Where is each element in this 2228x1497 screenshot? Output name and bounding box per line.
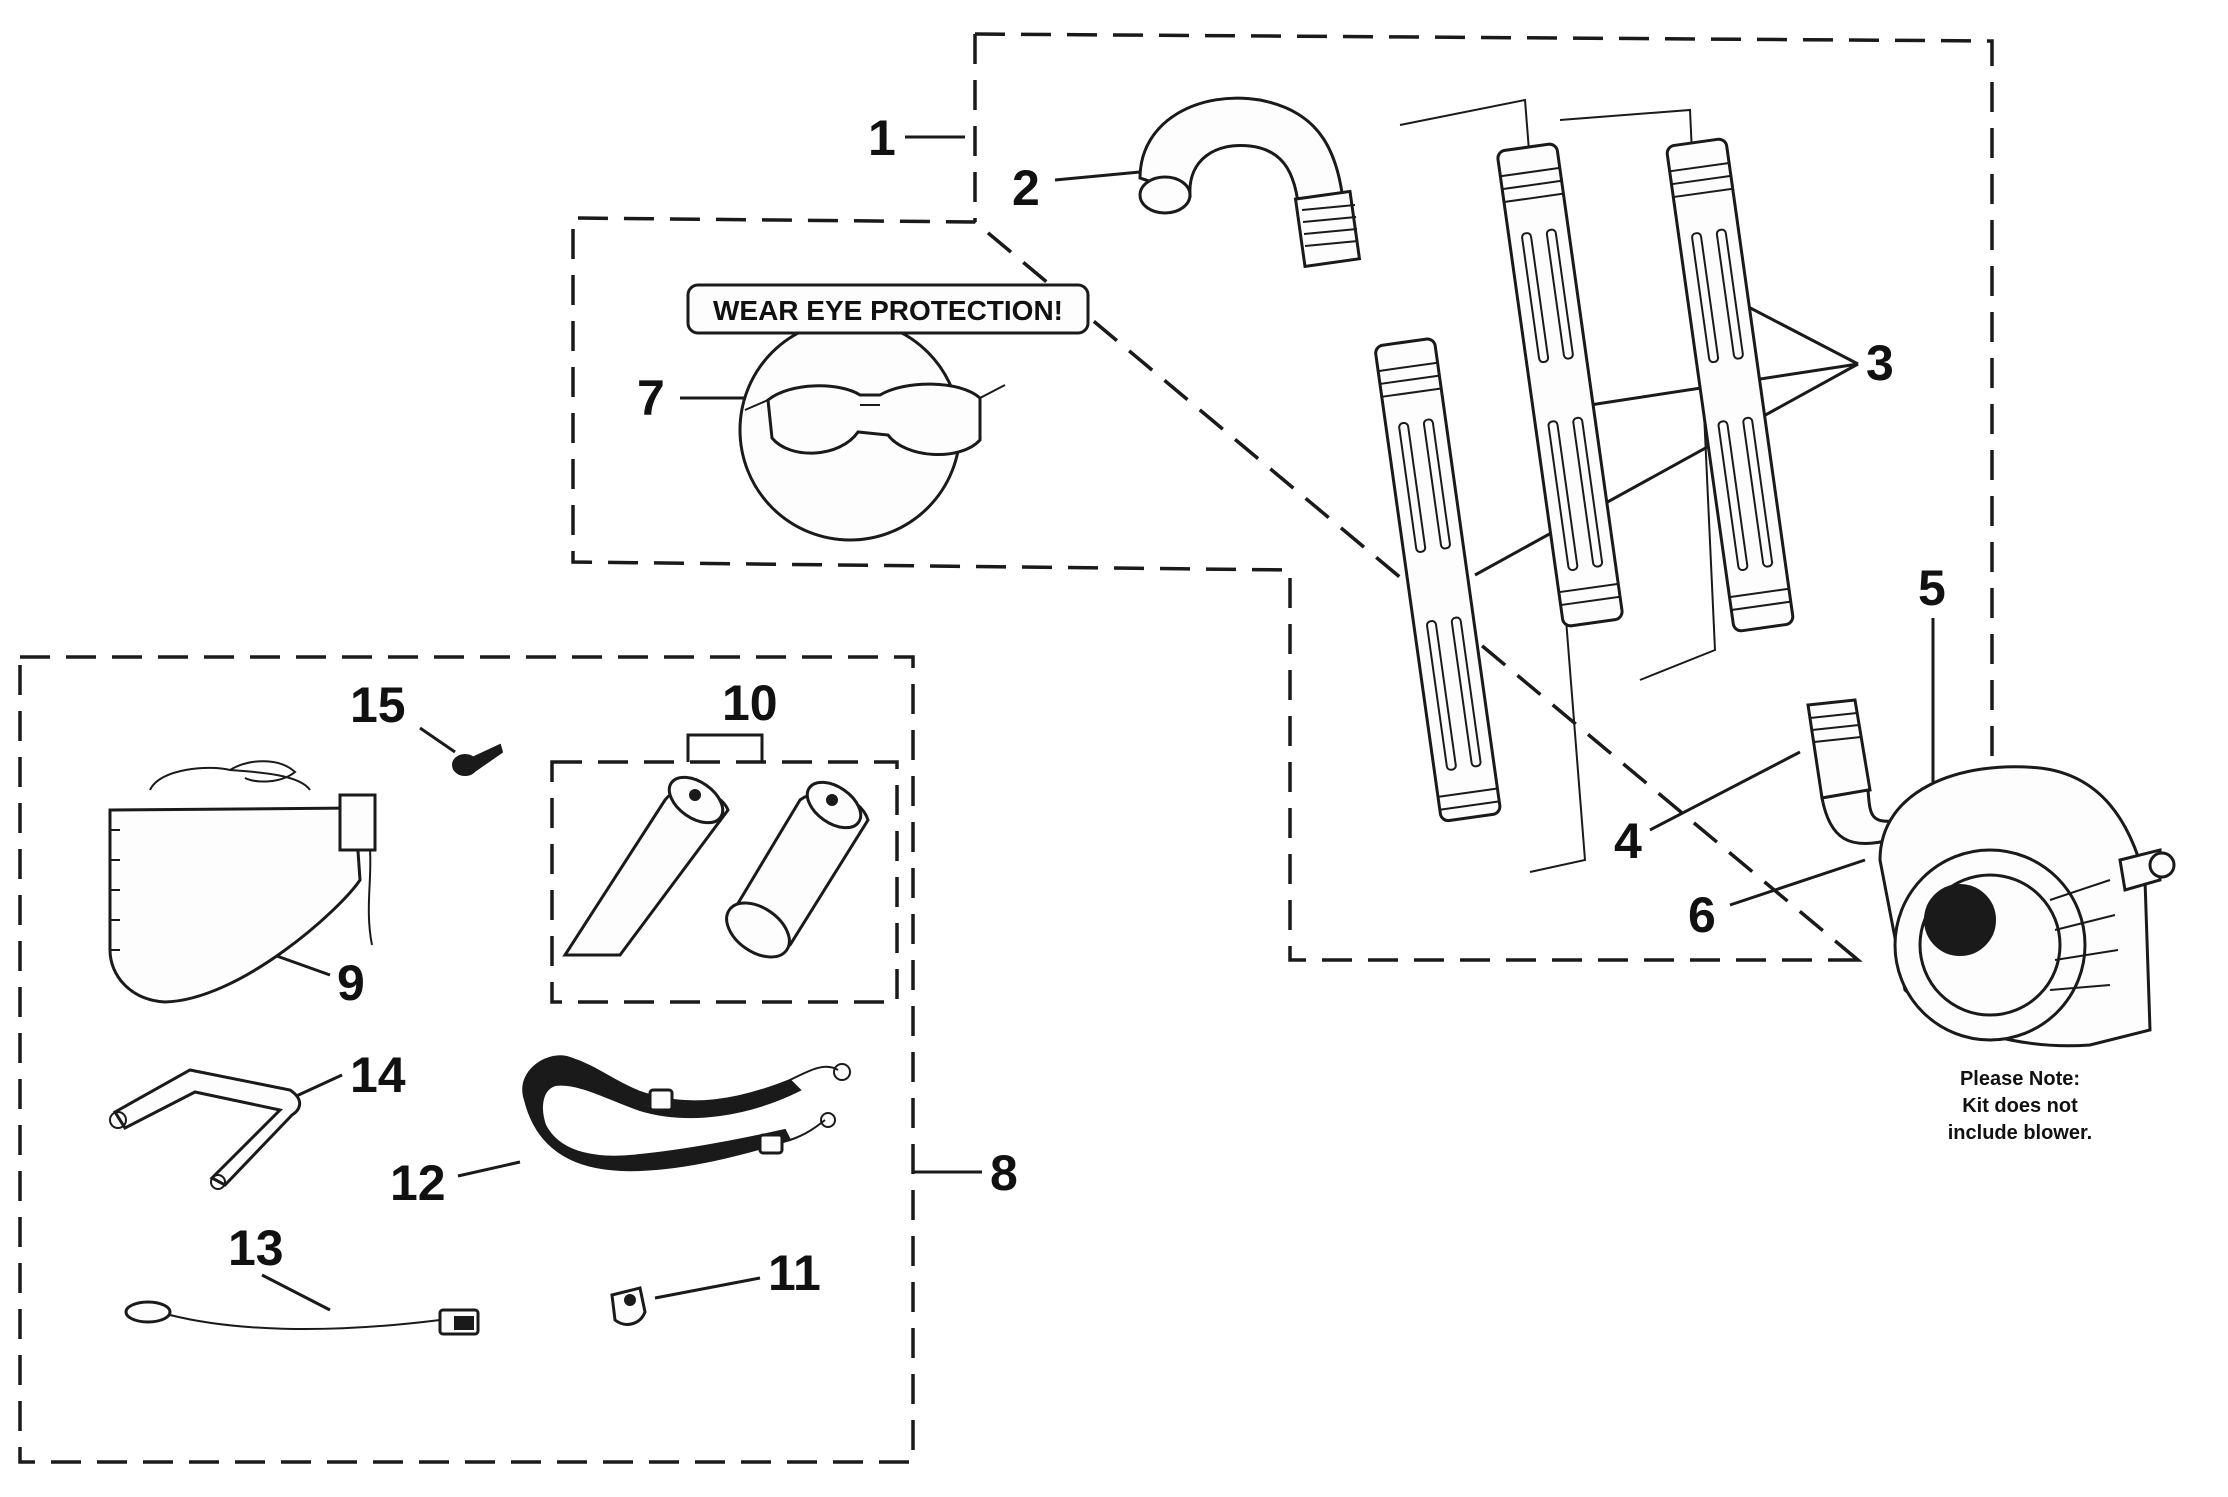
clip-icon	[610, 1286, 647, 1326]
leader-3a	[1734, 298, 1859, 366]
kit-1-outline	[571, 32, 1994, 962]
tether-cord-icon	[124, 1300, 480, 1336]
note-line-1: Please Note:	[1960, 1068, 2080, 1090]
tube-icon-right	[1665, 137, 1795, 633]
face-shield-icon	[108, 760, 377, 1004]
warning-label: WEAR EYE PROTECTION!	[713, 295, 1063, 326]
handle-bracket-icon	[109, 1068, 302, 1190]
tube-icon-left	[1374, 337, 1502, 823]
callout-15: 15	[350, 677, 406, 733]
leader-6	[1729, 858, 1866, 907]
callout-13: 13	[228, 1220, 284, 1276]
note-line-3: include blower.	[1948, 1122, 2092, 1144]
blower-icon	[1878, 765, 2176, 1048]
coupler-icon	[1806, 698, 1903, 845]
leader-14	[291, 1073, 343, 1100]
leader-3c	[1474, 362, 1859, 577]
leader-15	[419, 726, 456, 754]
nozzle-set-10-bracket	[686, 733, 764, 762]
leader-12	[457, 1160, 521, 1178]
callout-10: 10	[722, 675, 778, 731]
callout-4: 4	[1614, 813, 1642, 869]
callout-14: 14	[350, 1047, 406, 1103]
leader-4	[1649, 750, 1801, 832]
callout-5: 5	[1918, 560, 1946, 616]
nozzle-icon-flat	[562, 775, 730, 957]
note-line-2: Kit does not	[1962, 1095, 2078, 1117]
callout-11: 11	[768, 1245, 821, 1301]
callout-3: 3	[1866, 335, 1894, 391]
nozzle-icon-round	[725, 780, 870, 959]
leader-11	[654, 1276, 761, 1300]
callout-7: 7	[637, 370, 665, 426]
callout-12: 12	[390, 1155, 446, 1211]
kit-8-outline	[18, 655, 915, 1464]
callout-8: 8	[990, 1145, 1018, 1201]
leader-2	[1054, 170, 1141, 182]
callout-1: 1	[868, 110, 896, 166]
elbow-tube-icon	[1138, 96, 1362, 269]
eye-protection-badge: WEAR EYE PROTECTION!	[686, 283, 1090, 542]
tube-icon-middle	[1496, 142, 1624, 628]
nozzle-set-10-outline	[550, 760, 899, 1004]
callout-6: 6	[1688, 887, 1716, 943]
callout-2: 2	[1012, 160, 1040, 216]
leader-13	[261, 1273, 331, 1312]
screw-icon	[452, 743, 504, 776]
safety-glasses-icon	[744, 382, 1006, 457]
shoulder-strap-icon	[522, 1055, 851, 1172]
callout-9: 9	[337, 955, 365, 1011]
